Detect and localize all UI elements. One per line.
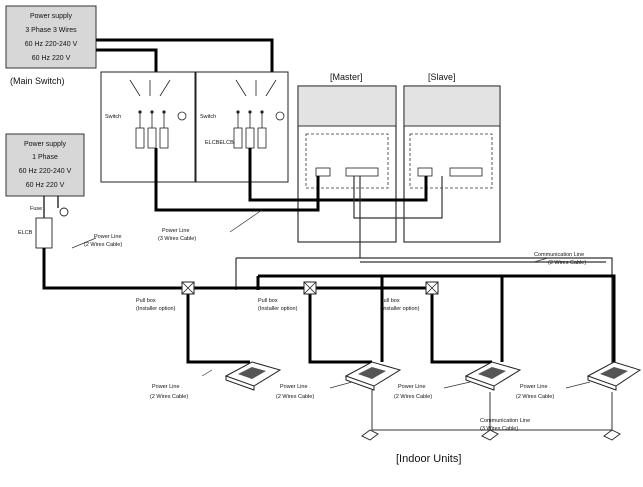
switch-panel-right: Switch ELCBELCB — [195, 71, 289, 183]
remote-controller-2 — [481, 429, 499, 441]
master-label: [Master] — [330, 72, 363, 82]
single-power-supply: Power supply 1 Phase 60 Hz 220-240 V 60 … — [5, 133, 85, 197]
comm-top-sub: (2 Wires Cable) — [548, 260, 586, 266]
power-line-3-title: Power Line — [162, 228, 190, 234]
remote-controller-wires — [371, 390, 613, 431]
outdoor-power-wires — [154, 148, 428, 212]
comm-bottom-sub: (3 Wires Cable) — [480, 426, 518, 432]
pull-box-3-sub: (Installer option) — [380, 306, 420, 312]
main-power-line4: 60 Hz 220 V — [32, 55, 71, 62]
indoor-power-4-sub: (2 Wires Cable) — [516, 394, 554, 400]
indoor-power-2-title: Power Line — [280, 384, 308, 390]
indoor-unit-2 — [344, 361, 402, 391]
pull-box-3-title: Pull box — [380, 298, 400, 304]
communication-wires — [235, 176, 613, 364]
indoor-units-label: [Indoor Units] — [396, 453, 461, 465]
single-power-line3: 60 Hz 220-240 V — [19, 168, 72, 175]
pull-box-2: Pull box (Installer option) — [258, 281, 317, 312]
indoor-unit-3 — [464, 361, 522, 391]
power-line-2-sub: (2 Wires Cable) — [84, 242, 122, 248]
fuse-label: Fuse — [30, 206, 42, 212]
indoor-power-3-title: Power Line — [398, 384, 426, 390]
main-power-line2: 3 Phase 3 Wires — [25, 27, 77, 34]
power-line-2-title: Power Line — [94, 234, 122, 240]
elcb-single-label: ELCB — [18, 230, 33, 236]
slave-outdoor-unit: [Slave] — [403, 72, 501, 243]
pull-box-2-sub: (Installer option) — [258, 306, 298, 312]
main-supply-wires — [96, 38, 274, 78]
pull-box-1-sub: (Installer option) — [136, 306, 176, 312]
pull-box-1: Pull box (Installer option) — [136, 281, 195, 312]
indoor-power-2-sub: (2 Wires Cable) — [276, 394, 314, 400]
slave-label: [Slave] — [428, 72, 456, 82]
pull-box-2-title: Pull box — [258, 298, 278, 304]
indoor-power-1-title: Power Line — [152, 384, 180, 390]
pull-box-1-title: Pull box — [136, 298, 156, 304]
master-outdoor-unit: [Master] — [297, 72, 397, 243]
earth-terminal-icon — [59, 207, 69, 217]
main-power-line3: 60 Hz 220-240 V — [25, 41, 78, 48]
single-phase-wires — [43, 196, 59, 218]
single-power-line1: Power supply — [24, 141, 67, 148]
indoor-power-trunk — [42, 248, 616, 364]
switch-panel-left: Switch — [100, 71, 196, 183]
indoor-unit-1 — [224, 361, 282, 391]
remote-controller-3 — [603, 429, 621, 441]
power-line-3-sub: (3 Wires Cable) — [158, 236, 196, 242]
single-power-line2: 1 Phase — [32, 154, 58, 161]
comm-top-title: Communication Line — [534, 252, 584, 258]
main-switch-caption: (Main Switch) — [10, 76, 65, 86]
indoor-power-3-sub: (2 Wires Cable) — [394, 394, 432, 400]
indoor-power-1-sub: (2 Wires Cable) — [150, 394, 188, 400]
switch-left-label: Switch — [105, 114, 121, 120]
remote-controller-1 — [361, 429, 379, 441]
single-power-line4: 60 Hz 220 V — [26, 182, 65, 189]
main-power-supply: Power supply 3 Phase 3 Wires 60 Hz 220-2… — [5, 5, 97, 69]
comm-bottom-title: Communication Line — [480, 418, 530, 424]
elcb-pair-label: ELCBELCB — [205, 140, 234, 146]
leader-lines — [71, 209, 591, 389]
indoor-unit-4 — [586, 361, 642, 391]
indoor-power-4-title: Power Line — [520, 384, 548, 390]
switch-right-label: Switch — [200, 114, 216, 120]
main-power-line1: Power supply — [30, 13, 73, 20]
pull-box-3: Pull box (Installer option) — [380, 281, 439, 312]
elcb-single-breaker — [35, 217, 53, 249]
